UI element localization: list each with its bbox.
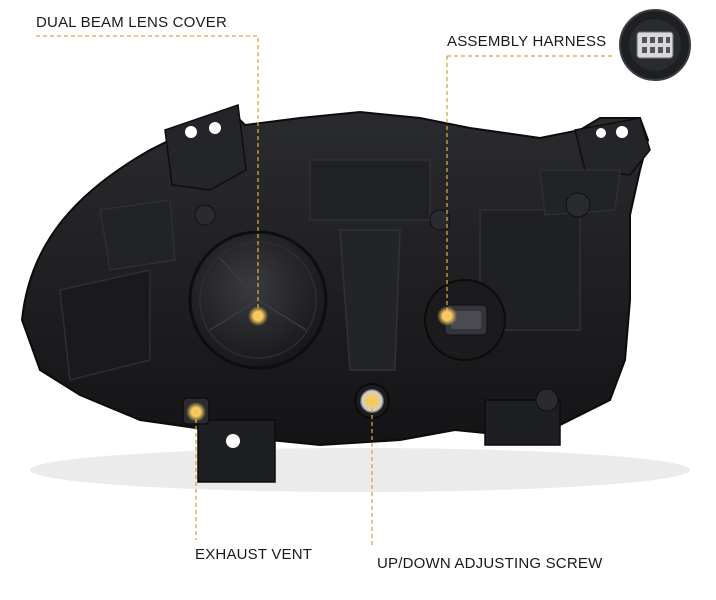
label-assembly-harness: ASSEMBLY HARNESS: [447, 33, 607, 50]
label-exhaust-vent: EXHAUST VENT: [195, 546, 313, 563]
label-dual-beam-lens-cover: DUAL BEAM LENS COVER: [36, 14, 227, 31]
harness-connector-inset: [619, 9, 691, 81]
callout-markers: [186, 306, 457, 422]
harness-socket: [424, 279, 506, 361]
headlight-housing: [20, 103, 651, 483]
leader-dual-beam: [36, 35, 259, 316]
callout-leader-lines: [36, 35, 613, 548]
label-up-down-adjusting-screw: UP/DOWN ADJUSTING SCREW: [377, 555, 603, 572]
leader-harness: [446, 55, 613, 316]
ground-shadow: [30, 448, 690, 492]
